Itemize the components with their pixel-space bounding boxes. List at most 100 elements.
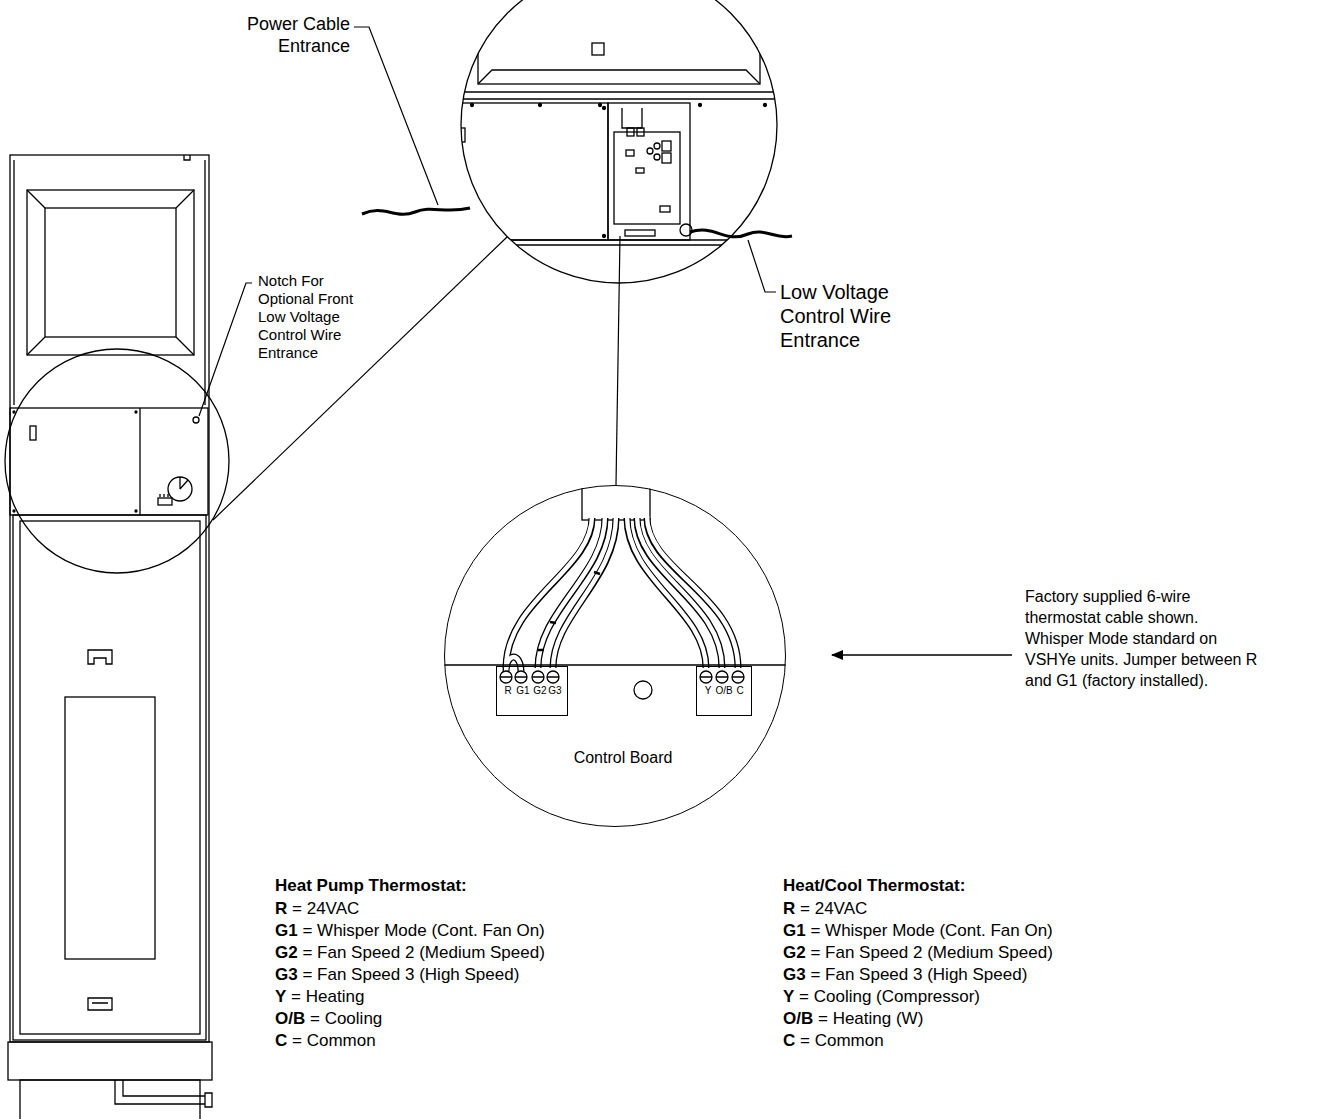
unit-cabinet <box>27 190 194 355</box>
top-detail <box>627 128 634 136</box>
legend-row: G3= Fan Speed 3 (High Speed) <box>275 965 519 985</box>
power-cable <box>362 208 470 214</box>
top-detail <box>608 103 690 240</box>
top-detail <box>647 148 653 154</box>
signal-name: O/B <box>275 1009 305 1028</box>
unit-cabinet <box>158 498 172 505</box>
signal-name: Y <box>783 987 794 1006</box>
top-detail <box>440 91 798 92</box>
top-detail <box>478 70 760 84</box>
top-detail <box>440 244 798 245</box>
signal-description: = Heating (W) <box>818 1009 923 1028</box>
top-detail <box>592 43 604 55</box>
legend-row: R= 24VAC <box>783 899 867 919</box>
wire-detail <box>647 518 738 668</box>
top-detail <box>457 245 458 300</box>
signal-description: = Fan Speed 2 (Medium Speed) <box>810 943 1052 962</box>
pointer-arrow <box>832 654 1012 655</box>
wire-detail <box>500 671 744 683</box>
top-detail <box>599 104 602 107</box>
unit-cabinet <box>65 697 155 959</box>
wire-detail <box>538 572 600 650</box>
unit-cabinet <box>13 160 14 405</box>
wire-detail <box>582 470 650 520</box>
top-detail <box>451 107 454 110</box>
leader-line <box>199 283 252 416</box>
signal-description: = Fan Speed 3 (High Speed) <box>302 965 519 984</box>
part-label: Low Voltage Control Wire Entrance <box>780 280 952 352</box>
leader-line <box>213 237 507 520</box>
legend-row: C= Common <box>783 1031 884 1051</box>
top-detail <box>764 104 767 107</box>
terminal-label: C <box>728 685 752 696</box>
top-detail <box>478 0 760 84</box>
legend-row: O/B= Heating (W) <box>783 1009 923 1029</box>
terminal-strip: RG1G2G3 <box>496 666 568 716</box>
wire-detail <box>506 516 738 672</box>
top-detail <box>654 143 660 149</box>
unit-cabinet <box>204 160 205 405</box>
top-detail <box>805 0 806 300</box>
signal-description: = Cooling (Compressor) <box>799 987 980 1006</box>
legend-row: O/B= Cooling <box>275 1009 382 1029</box>
wire-detail <box>553 516 616 668</box>
wire-detail <box>647 516 738 668</box>
detail-circle: Control BoardRG1G2G3YO/BC <box>444 485 786 827</box>
signal-description: = Common <box>292 1031 376 1050</box>
note-text: Factory supplied 6-wire thermostat cable… <box>1025 586 1261 692</box>
unit-cabinet <box>45 208 176 337</box>
leader-line <box>616 236 620 485</box>
top-detail <box>440 239 798 240</box>
unit-cabinet <box>20 521 200 1034</box>
terminal-label: O/B <box>712 685 736 696</box>
top-detail <box>660 206 670 212</box>
leader-line <box>748 240 776 292</box>
top-detail <box>447 245 448 300</box>
top-detail <box>680 224 692 236</box>
top-detail <box>622 108 642 128</box>
legend-row: G1= Whisper Mode (Cont. Fan On) <box>783 921 1053 941</box>
unit-cabinet <box>10 408 208 515</box>
top-detail <box>625 230 655 236</box>
unit-cabinet <box>135 411 137 413</box>
unit-cabinet <box>160 494 168 497</box>
unit-cabinet <box>8 155 212 1119</box>
magnifier-circle <box>461 0 777 283</box>
signal-name: G2 <box>783 943 806 962</box>
unit-cabinet <box>139 408 140 515</box>
unit-cabinet <box>13 411 15 413</box>
signal-name: R <box>275 899 287 918</box>
part-label: Notch For Optional Front Low Voltage Con… <box>258 272 376 362</box>
unit-cabinet <box>180 477 188 489</box>
list-heading: Heat/Cool Thermostat: <box>783 876 1083 896</box>
top-detail <box>797 0 798 300</box>
legend-row: G1= Whisper Mode (Cont. Fan On) <box>275 921 545 941</box>
signal-description: = Fan Speed 3 (High Speed) <box>810 965 1027 984</box>
signal-name: C <box>783 1031 795 1050</box>
unit-cabinet <box>8 1042 212 1080</box>
top-detail <box>603 235 606 238</box>
signal-name: G1 <box>275 921 298 940</box>
unit-cabinet <box>184 155 190 160</box>
signal-name: C <box>275 1031 287 1050</box>
legend-row: Y= Heating <box>275 987 364 1007</box>
top-detail <box>662 141 671 151</box>
top-detail <box>603 107 606 110</box>
top-detail <box>431 0 432 300</box>
signal-description: = Whisper Mode (Cont. Fan On) <box>810 921 1052 940</box>
unit-cabinet <box>13 510 15 512</box>
top-detail <box>448 103 608 240</box>
top-detail <box>637 128 644 136</box>
unit-cabinet <box>88 998 112 1010</box>
wire-detail <box>500 676 744 677</box>
legend-row: C = Common <box>275 1031 376 1051</box>
wire-detail <box>538 516 605 668</box>
unit-cabinet <box>27 190 194 355</box>
wire-detail <box>627 516 706 668</box>
top-detail <box>440 98 798 99</box>
unit-cabinet <box>135 510 137 512</box>
legend-row: Y = Cooling (Compressor) <box>783 987 980 1007</box>
unit-cabinet <box>13 515 206 1040</box>
